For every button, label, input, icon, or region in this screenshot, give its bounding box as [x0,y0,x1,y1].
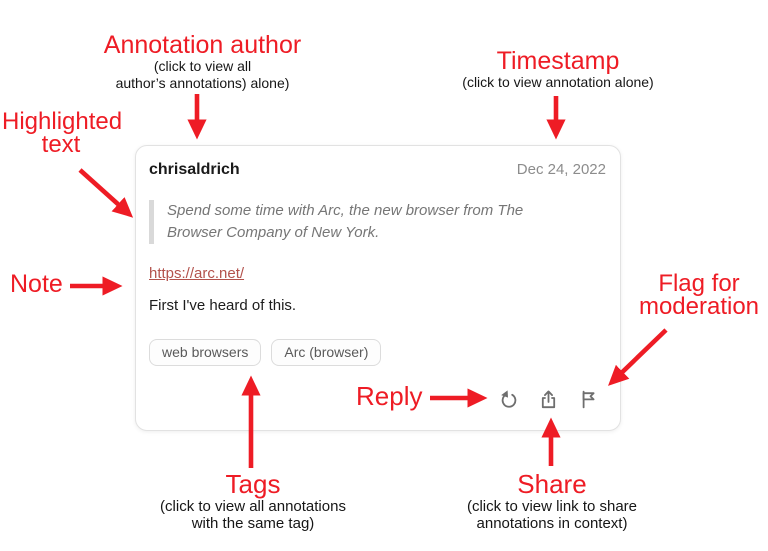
tag-web-browsers[interactable]: web browsers [149,339,262,366]
callout-share-sub2: annotations in context) [476,515,628,532]
callout-annotation-author-sub2: author’s annotations) alone) [115,74,290,91]
annotation-card-header: chrisaldrich Dec 24, 2022 [149,161,606,179]
callout-tags-sub2: with the same tag) [191,515,315,532]
callout-reply-title: Reply [356,381,423,411]
annotation-tags: web browsers Arc (browser) [149,339,606,366]
callout-tags-sub1: (click to view all annotations [160,498,346,515]
flag-button[interactable] [578,389,599,410]
callout-timestamp: Timestamp (click to view annotation alon… [442,48,674,91]
callout-tags: Tags (click to view all annotations with… [147,469,359,533]
callout-note-title: Note [10,270,63,298]
flag-icon [578,389,599,410]
share-icon [538,389,559,410]
highlighted-text-quote: Spend some time with Arc, the new browse… [149,200,552,244]
reply-icon [498,389,519,410]
annotation-card: chrisaldrich Dec 24, 2022 Spend some tim… [135,145,621,431]
annotation-link[interactable]: https://arc.net/ [149,265,245,282]
callout-highlighted-text: Highlighted text [2,108,123,158]
highlighted-text-arrow [78,168,134,218]
callout-share-title: Share [517,469,587,499]
callout-reply: Reply [356,383,426,409]
callout-flag-for-moderation: Flag for moderation [633,270,765,320]
share-button[interactable] [538,389,559,410]
callout-share: Share (click to view link to share annot… [444,469,660,533]
callout-highlighted-text-title: Highlighted text [2,108,123,158]
callout-flag-title: Flag for moderation [638,270,760,320]
callout-annotation-author-title: Annotation author [103,31,302,59]
tag-arc-browser[interactable]: Arc (browser) [271,339,382,366]
annotation-timestamp[interactable]: Dec 24, 2022 [516,161,606,178]
reply-button[interactable] [498,389,519,410]
annotation-note: First I've heard of this. [149,297,297,314]
callout-annotation-author: Annotation author (click to view all aut… [95,32,310,91]
callout-timestamp-sub1: (click to view annotation alone) [462,74,654,90]
callout-share-sub1: (click to view link to share [466,498,638,515]
callout-note: Note [10,271,70,297]
annotation-actions [498,389,599,410]
annotation-author[interactable]: chrisaldrich [149,161,240,178]
callout-timestamp-title: Timestamp [496,47,620,75]
callout-annotation-author-sub1: (click to view all [153,58,252,74]
callout-tags-title: Tags [225,469,281,499]
